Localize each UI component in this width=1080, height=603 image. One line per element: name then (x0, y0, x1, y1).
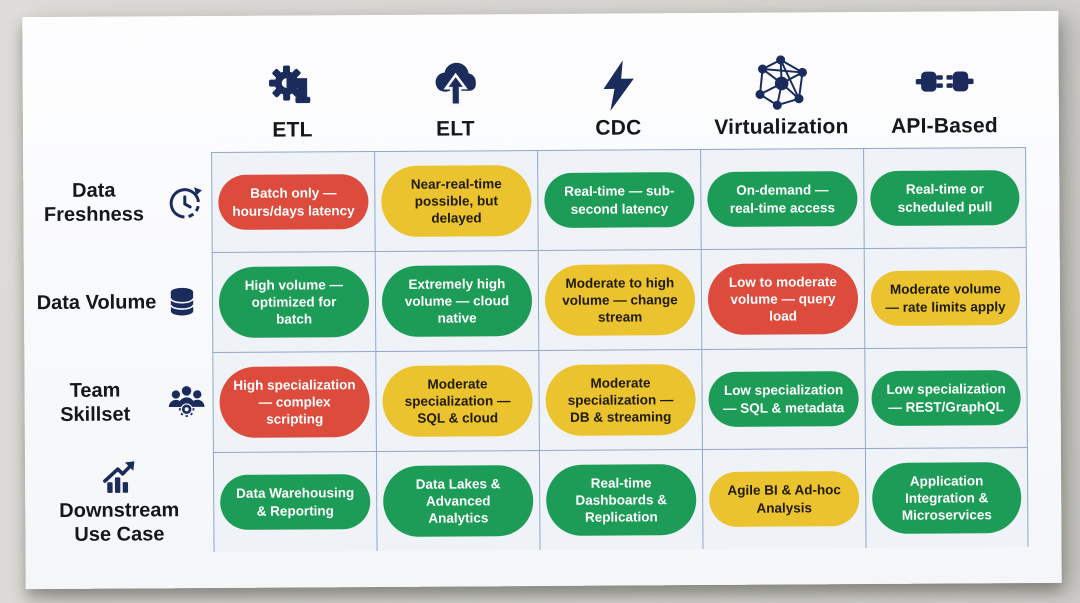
row-label-data-volume: Data Volume (24, 252, 213, 353)
status-pill-green: Data Warehousing & Reporting (220, 474, 371, 530)
status-pill-green: Low specialization — SQL & metadata (708, 371, 859, 427)
etl-gear-pipeline-icon (264, 58, 320, 114)
cell-data-freshness-etl: Batch only — hours/days latency (211, 151, 375, 253)
status-pill-yellow: Near-real-time possible, but delayed (381, 164, 532, 238)
virtualization-network-icon (752, 53, 810, 111)
status-pill-red: Low to moderate volume — query load (707, 262, 859, 336)
column-header-cdc: CDC (536, 25, 700, 150)
cell-data-freshness-elt: Near-real-time possible, but delayed (374, 150, 538, 252)
cell-data-volume-api-based: Moderate volume — rate limits apply (863, 247, 1028, 349)
growth-chart-icon (100, 459, 138, 497)
status-pill-yellow: Moderate specialization — DB & streaming (545, 363, 696, 437)
corner-spacer (22, 28, 211, 153)
database-icon (165, 285, 199, 319)
status-pill-green: On-demand — real-time access (707, 171, 858, 227)
cell-data-freshness-virtualization: On-demand — real-time access (700, 148, 864, 250)
cell-downstream-use-case-virtualization: Agile BI & Ad-hoc Analysis (701, 448, 866, 550)
cell-downstream-use-case-api-based: Application Integration & Microservices (864, 447, 1029, 549)
clock-history-icon (166, 183, 204, 221)
cell-data-freshness-cdc: Real-time — sub-second latency (537, 149, 701, 251)
cell-downstream-use-case-cdc: Real-time Dashboards & Replication (538, 449, 703, 551)
column-header-etl: ETL (210, 27, 374, 152)
column-header-label: CDC (595, 116, 642, 140)
elt-cloud-upload-icon (427, 57, 483, 113)
column-header-virtualization: Virtualization (699, 24, 863, 149)
column-header-label: ELT (436, 117, 475, 141)
column-header-elt: ELT (373, 26, 537, 151)
cell-downstream-use-case-etl: Data Warehousing & Reporting (212, 451, 377, 553)
cdc-lightning-icon (591, 58, 645, 112)
cell-data-volume-cdc: Moderate to high volume — change stream (537, 249, 702, 351)
cell-data-freshness-api-based: Real-time or scheduled pull (863, 147, 1027, 249)
cell-team-skillset-api-based: Low specialization — REST/GraphQL (864, 347, 1028, 449)
cell-data-volume-elt: Extremely high volume — cloud native (374, 250, 539, 352)
status-pill-green: Application Integration & Microservices (871, 461, 1022, 535)
status-pill-green: Real-time or scheduled pull (870, 170, 1020, 226)
row-label-text: Data Volume (36, 291, 157, 315)
status-pill-green: Real-time — sub-second latency (544, 172, 695, 228)
status-pill-yellow: Moderate to high volume — change stream (544, 263, 696, 337)
cell-data-volume-etl: High volume — optimized for batch (211, 251, 376, 353)
cell-downstream-use-case-elt: Data Lakes & Advanced Analytics (375, 450, 540, 552)
column-header-label: Virtualization (714, 115, 849, 139)
cell-team-skillset-cdc: Moderate specialization — DB & streaming (538, 349, 702, 451)
status-pill-yellow: Moderate volume — rate limits apply (870, 270, 1021, 326)
column-header-api-based: API-Based (862, 23, 1026, 148)
team-gear-icon (167, 383, 205, 421)
cell-team-skillset-virtualization: Low specialization — SQL & metadata (701, 348, 865, 450)
row-label-downstream-use-case: Downstream Use Case (25, 452, 214, 553)
status-pill-yellow: Agile BI & Ad-hoc Analysis (709, 471, 860, 527)
row-label-text: Downstream Use Case (59, 498, 180, 546)
status-pill-yellow: Moderate specialization — SQL & cloud (382, 364, 533, 438)
status-pill-red: High specialization — complex scripting (219, 365, 370, 439)
status-pill-red: Batch only — hours/days latency (218, 174, 369, 230)
column-header-label: ETL (272, 118, 313, 142)
status-pill-green: Extremely high volume — cloud native (381, 264, 533, 338)
cell-data-volume-virtualization: Low to moderate volume — query load (700, 248, 865, 350)
cell-team-skillset-elt: Moderate specialization — SQL & cloud (375, 350, 539, 452)
status-pill-green: Low specialization — REST/GraphQL (871, 370, 1021, 426)
api-plugs-icon (915, 52, 974, 110)
status-pill-green: Real-time Dashboards & Replication (546, 463, 697, 537)
column-header-label: API-Based (890, 114, 998, 138)
status-pill-green: Data Lakes & Advanced Analytics (383, 464, 534, 538)
cell-team-skillset-etl: High specialization — complex scripting (212, 351, 376, 453)
status-pill-green: High volume — optimized for batch (218, 265, 370, 339)
row-label-text: Data Freshness (43, 179, 145, 227)
row-label-data-freshness: Data Freshness (23, 152, 212, 253)
row-label-text: Team Skillset (60, 379, 131, 426)
row-label-team-skillset: Team Skillset (24, 352, 213, 453)
